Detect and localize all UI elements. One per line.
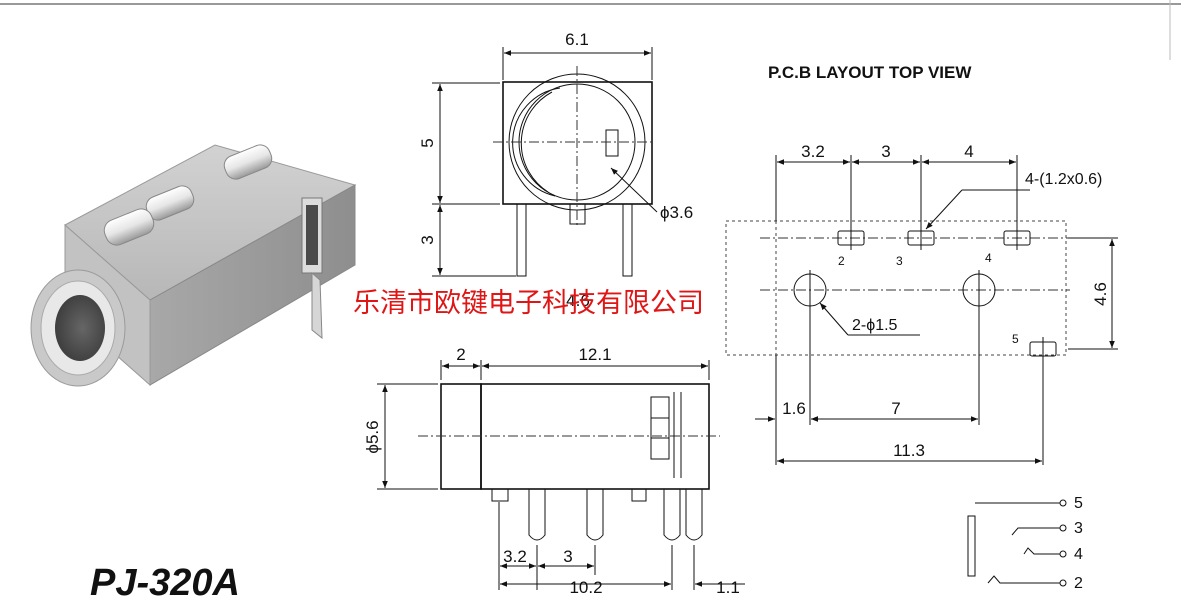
pin-label-5: 5 [1012, 332, 1019, 346]
pin-label-2: 2 [838, 254, 845, 268]
schematic [967, 499, 1067, 587]
side-diameter-label: ϕ5.6 [363, 420, 382, 453]
model-name: PJ-320A [90, 562, 240, 604]
pcb-layout-title: P.C.B LAYOUT TOP VIEW [768, 63, 972, 82]
side-pin-gap-label: 1.1 [716, 578, 740, 597]
company-watermark: 乐清市欧键电子科技有限公司 [353, 288, 704, 319]
pcb-pitch-2-label: 3 [881, 142, 890, 161]
side-pitch-total-label: 10.2 [569, 578, 602, 597]
schematic-pin-5: 5 [1074, 495, 1083, 512]
front-hole-label: ϕ3.6 [660, 203, 693, 222]
pcb-pitch-3-label: 4 [964, 142, 973, 161]
front-pin-label: 3 [418, 235, 437, 244]
pcb-hole-note: 2-ϕ1.5 [852, 317, 898, 334]
pcb-hole-spacing-label: 7 [891, 399, 900, 418]
side-pitch-1-label: 3.2 [503, 547, 527, 566]
pcb-layout [725, 155, 1118, 465]
front-height-label: 5 [418, 138, 437, 147]
side-pitch-2-label: 3 [563, 547, 572, 566]
pcb-offset-label: 1.6 [782, 399, 806, 418]
side-front-length-label: 2 [456, 345, 465, 364]
pcb-pitch-1-label: 3.2 [801, 142, 825, 161]
pin-label-4: 4 [985, 251, 992, 265]
schematic-pin-2: 2 [1074, 575, 1083, 592]
side-view [377, 360, 745, 590]
center-pitch-label: 4.6 [566, 291, 590, 310]
side-body-length-label: 12.1 [578, 345, 611, 364]
front-width-label: 6.1 [565, 30, 589, 49]
pcb-pad-note: 4-(1.2x0.6) [1025, 171, 1102, 188]
schematic-pin-3: 3 [1074, 520, 1083, 537]
jack-3d-render [30, 144, 357, 387]
pcb-vertical-pitch-label: 4.6 [1091, 282, 1110, 306]
pcb-total-length-label: 11.3 [893, 441, 925, 460]
schematic-pin-4: 4 [1074, 546, 1083, 563]
front-view [432, 47, 658, 277]
pin-label-3: 3 [896, 254, 903, 268]
